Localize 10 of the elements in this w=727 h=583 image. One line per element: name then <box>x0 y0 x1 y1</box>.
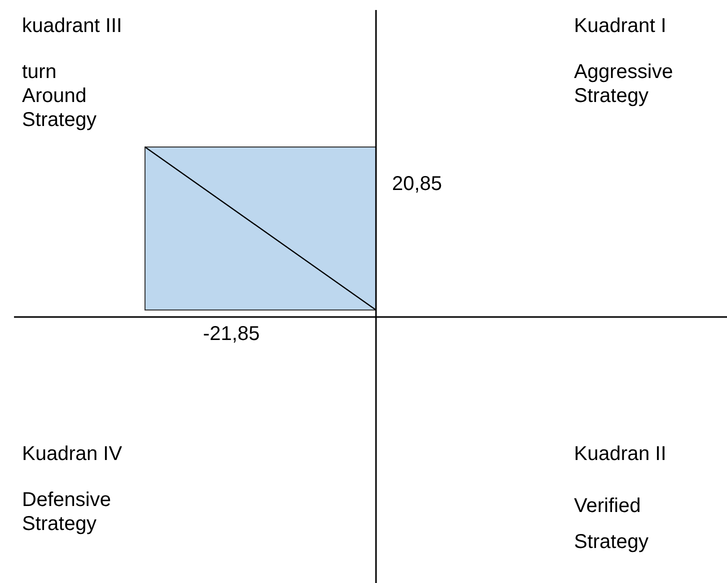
quadrant-label: Kuadrant I <box>574 14 668 38</box>
quadrant-label: Kuadran IV <box>22 442 124 466</box>
strategy-label: turn Around Strategy <box>22 60 98 132</box>
strategy-label: Aggressive Strategy <box>574 60 674 108</box>
strategy-label: Defensive Strategy <box>22 488 112 536</box>
axis-value: -21,85 <box>203 322 261 346</box>
strategy-label: Verified Strategy <box>574 494 650 555</box>
quadrant-label: kuadrant III <box>22 14 124 38</box>
axis-value: 20,85 <box>392 172 444 196</box>
quadrant-label: Kuadran II <box>574 442 668 466</box>
